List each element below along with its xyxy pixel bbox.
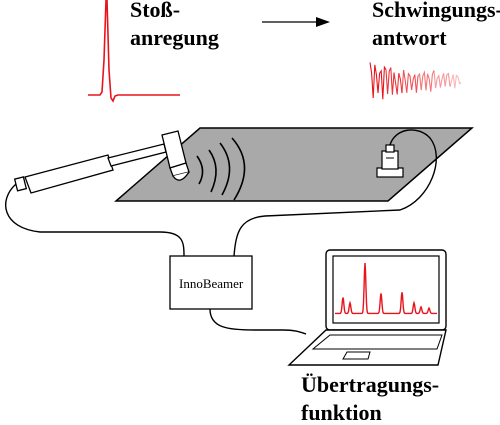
test-plate xyxy=(113,127,475,202)
response-wave-segment xyxy=(385,67,403,95)
impulse-label-line1: Stoß- xyxy=(130,0,180,22)
vibration-response-signal xyxy=(369,62,462,100)
accelerometer-icon xyxy=(376,144,404,178)
response-wave-segment xyxy=(369,62,387,100)
response-label-line1: Schwingungs- xyxy=(372,0,500,22)
response-wave-segment xyxy=(401,69,419,94)
impulse-signal xyxy=(88,0,180,103)
response-label-line2: antwort xyxy=(372,25,447,50)
innobeamer-device xyxy=(169,255,253,310)
impact-wave-arcs xyxy=(196,137,246,201)
right-arrow-icon xyxy=(262,17,330,27)
transfer-label-line2: funktion xyxy=(301,400,382,425)
impulse-label-line2: anregung xyxy=(130,25,219,50)
response-wave-segment xyxy=(449,74,462,89)
response-wave-segment xyxy=(417,70,435,92)
response-wave-segment xyxy=(433,70,451,89)
transfer-function-spectrum xyxy=(335,263,437,315)
impact-hammer-icon xyxy=(13,130,190,194)
innobeamer-label: InnoBeamer xyxy=(179,276,244,291)
cables xyxy=(5,129,438,335)
transfer-label-line1: Übertragungs- xyxy=(301,372,439,397)
